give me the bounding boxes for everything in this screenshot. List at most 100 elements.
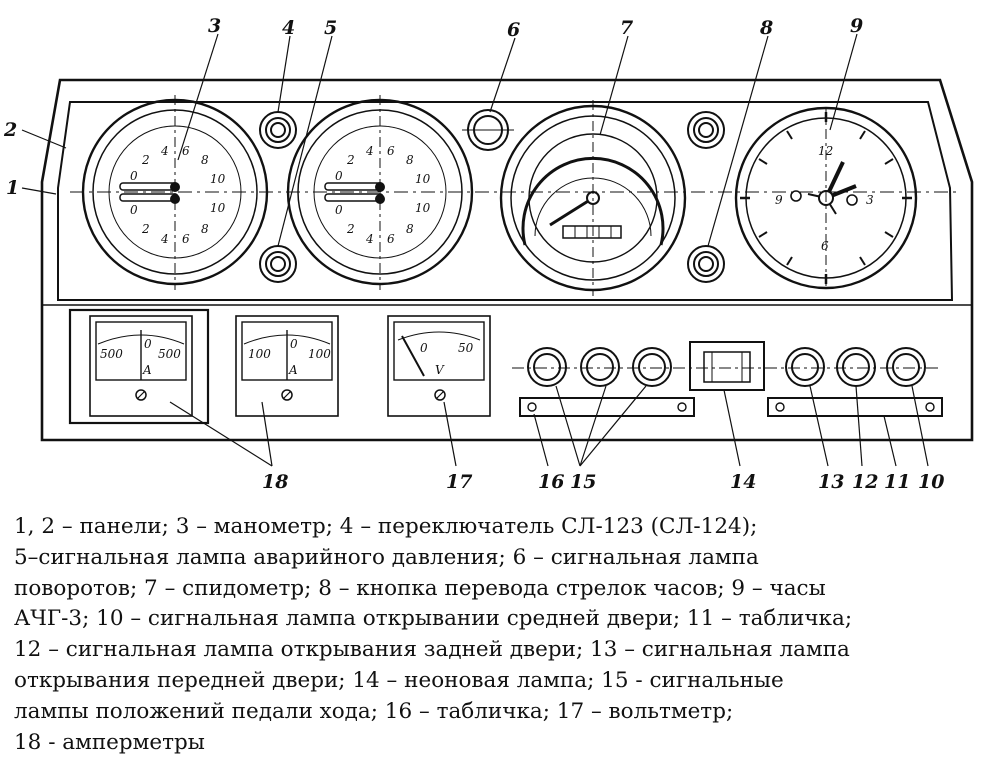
clock-number: 12 (818, 144, 833, 158)
scale-label: 6 (182, 232, 190, 246)
manometer-left-lower-scale: 0 2 4 6 8 10 (130, 201, 226, 246)
scale-label: 4 (365, 144, 374, 158)
callout-number: 17 (446, 471, 472, 493)
callout-number: 2 (3, 119, 17, 141)
meter-scale-label: 100 (248, 347, 271, 361)
scale-label: 0 (130, 169, 138, 183)
callout-number: 1 (6, 177, 19, 199)
caption-line: 12 – сигнальная лампа открывания задней … (14, 637, 850, 663)
callout-number: 4 (282, 17, 295, 39)
meter-unit: A (142, 363, 152, 377)
top-right-lamp (687, 111, 725, 149)
panel-inner-outline (57, 101, 954, 301)
ammeter-large (68, 308, 210, 425)
meter-scale-label: 500 (158, 347, 181, 361)
clock-achg3 (734, 106, 918, 290)
scale-label: 0 (130, 203, 138, 217)
manometer-right (286, 95, 474, 290)
manometer-left (81, 95, 269, 290)
scale-label: 6 (387, 232, 395, 246)
caption-line: лампы положений педали хода; 16 – таблич… (14, 698, 734, 724)
scale-label: 8 (406, 153, 414, 167)
meter-scale-label: 0 (420, 341, 428, 355)
meter-scale-label: 100 (308, 347, 331, 361)
instrument-panel-diagram: 0 2 4 6 8 10 0 2 4 6 8 10 0 2 4 6 8 10 0… (3, 15, 974, 493)
rear-door-lamp (836, 347, 876, 387)
neon-lamp (689, 341, 765, 391)
scale-label: 2 (141, 222, 150, 236)
callout-labels: 1 2 3 4 5 6 7 8 9 10 11 12 13 14 15 16 1… (3, 15, 944, 493)
ammeter-small (235, 315, 339, 417)
front-door-lamp (785, 347, 825, 387)
callout-number: 11 (884, 471, 910, 493)
caption-line: поворотов; 7 – спидометр; 8 – кнопка пер… (14, 575, 826, 601)
manometer-right-upper-scale: 0 2 4 6 8 10 (335, 144, 431, 186)
clock-adjust-button (687, 245, 725, 283)
scale-label: 2 (346, 222, 355, 236)
voltmeter (387, 315, 491, 417)
callout-number: 15 (570, 471, 596, 493)
caption-line: 18 - амперметры (14, 729, 205, 755)
clock-number: 6 (821, 239, 829, 253)
pressure-warning-lamp (259, 245, 297, 283)
callout-number: 14 (730, 471, 756, 493)
callout-number: 10 (918, 471, 944, 493)
ammeter-large-labels: 500 0 500 A (100, 337, 181, 377)
clock-number: 3 (866, 193, 874, 207)
scale-label: 8 (406, 222, 414, 236)
plate-right (767, 397, 943, 417)
meter-scale-label: 0 (290, 337, 298, 351)
scale-label: 10 (210, 201, 226, 215)
middle-door-lamp (886, 347, 926, 387)
callout-number: 7 (620, 17, 633, 39)
turn-signal-lamp (462, 109, 514, 151)
manometer-right-lower-scale: 0 2 4 6 8 10 (335, 201, 431, 246)
caption-line: открывания передней двери; 14 – неоновая… (14, 667, 784, 693)
scale-label: 2 (346, 153, 355, 167)
pedal-position-lamp (632, 347, 672, 387)
scale-label: 4 (160, 144, 169, 158)
callout-number: 3 (208, 15, 221, 37)
scale-label: 8 (201, 222, 209, 236)
figure-caption: 1, 2 – панели; 3 – манометр; 4 – переклю… (14, 512, 994, 758)
meter-scale-label: 0 (144, 337, 152, 351)
meter-unit: A (288, 363, 298, 377)
switch-sl123 (259, 111, 297, 149)
callout-number: 6 (507, 19, 520, 41)
caption-line: 1, 2 – панели; 3 – манометр; 4 – переклю… (14, 514, 758, 539)
scale-label: 8 (201, 153, 209, 167)
clock-numbers: 12 3 6 9 (775, 144, 874, 253)
callout-number: 18 (262, 471, 288, 493)
meter-scale-label: 500 (100, 347, 123, 361)
callout-number: 12 (852, 471, 878, 493)
scale-label: 10 (415, 172, 431, 186)
leader-lines (21, 33, 929, 467)
callout-number: 13 (818, 471, 844, 493)
pedal-position-lamp (527, 347, 567, 387)
callout-number: 16 (538, 471, 564, 493)
meter-scale-label: 50 (458, 341, 474, 355)
callout-number: 9 (850, 15, 863, 37)
manometer-left-upper-scale: 0 2 4 6 8 10 (130, 144, 226, 186)
speedometer (499, 100, 687, 296)
meter-unit: V (435, 363, 445, 377)
callout-number: 5 (324, 17, 337, 39)
scale-label: 10 (415, 201, 431, 215)
scale-label: 4 (160, 232, 169, 246)
scale-label: 2 (141, 153, 150, 167)
scale-label: 10 (210, 172, 226, 186)
scale-label: 4 (365, 232, 374, 246)
scale-label: 0 (335, 169, 343, 183)
panel-outer-outline (40, 78, 974, 442)
pedal-position-lamp (580, 347, 620, 387)
clock-number: 9 (775, 193, 783, 207)
scale-label: 0 (335, 203, 343, 217)
plate-left (519, 397, 695, 417)
scale-label: 6 (182, 144, 190, 158)
voltmeter-labels: 0 50 V (420, 341, 474, 377)
ammeter-small-labels: 100 0 100 A (248, 337, 331, 377)
scale-label: 6 (387, 144, 395, 158)
caption-line: АЧГ-3; 10 – сигнальная лампа открывании … (14, 606, 853, 632)
callout-number: 8 (759, 17, 773, 39)
caption-line: 5–сигнальная лампа аварийного давления; … (14, 544, 759, 570)
